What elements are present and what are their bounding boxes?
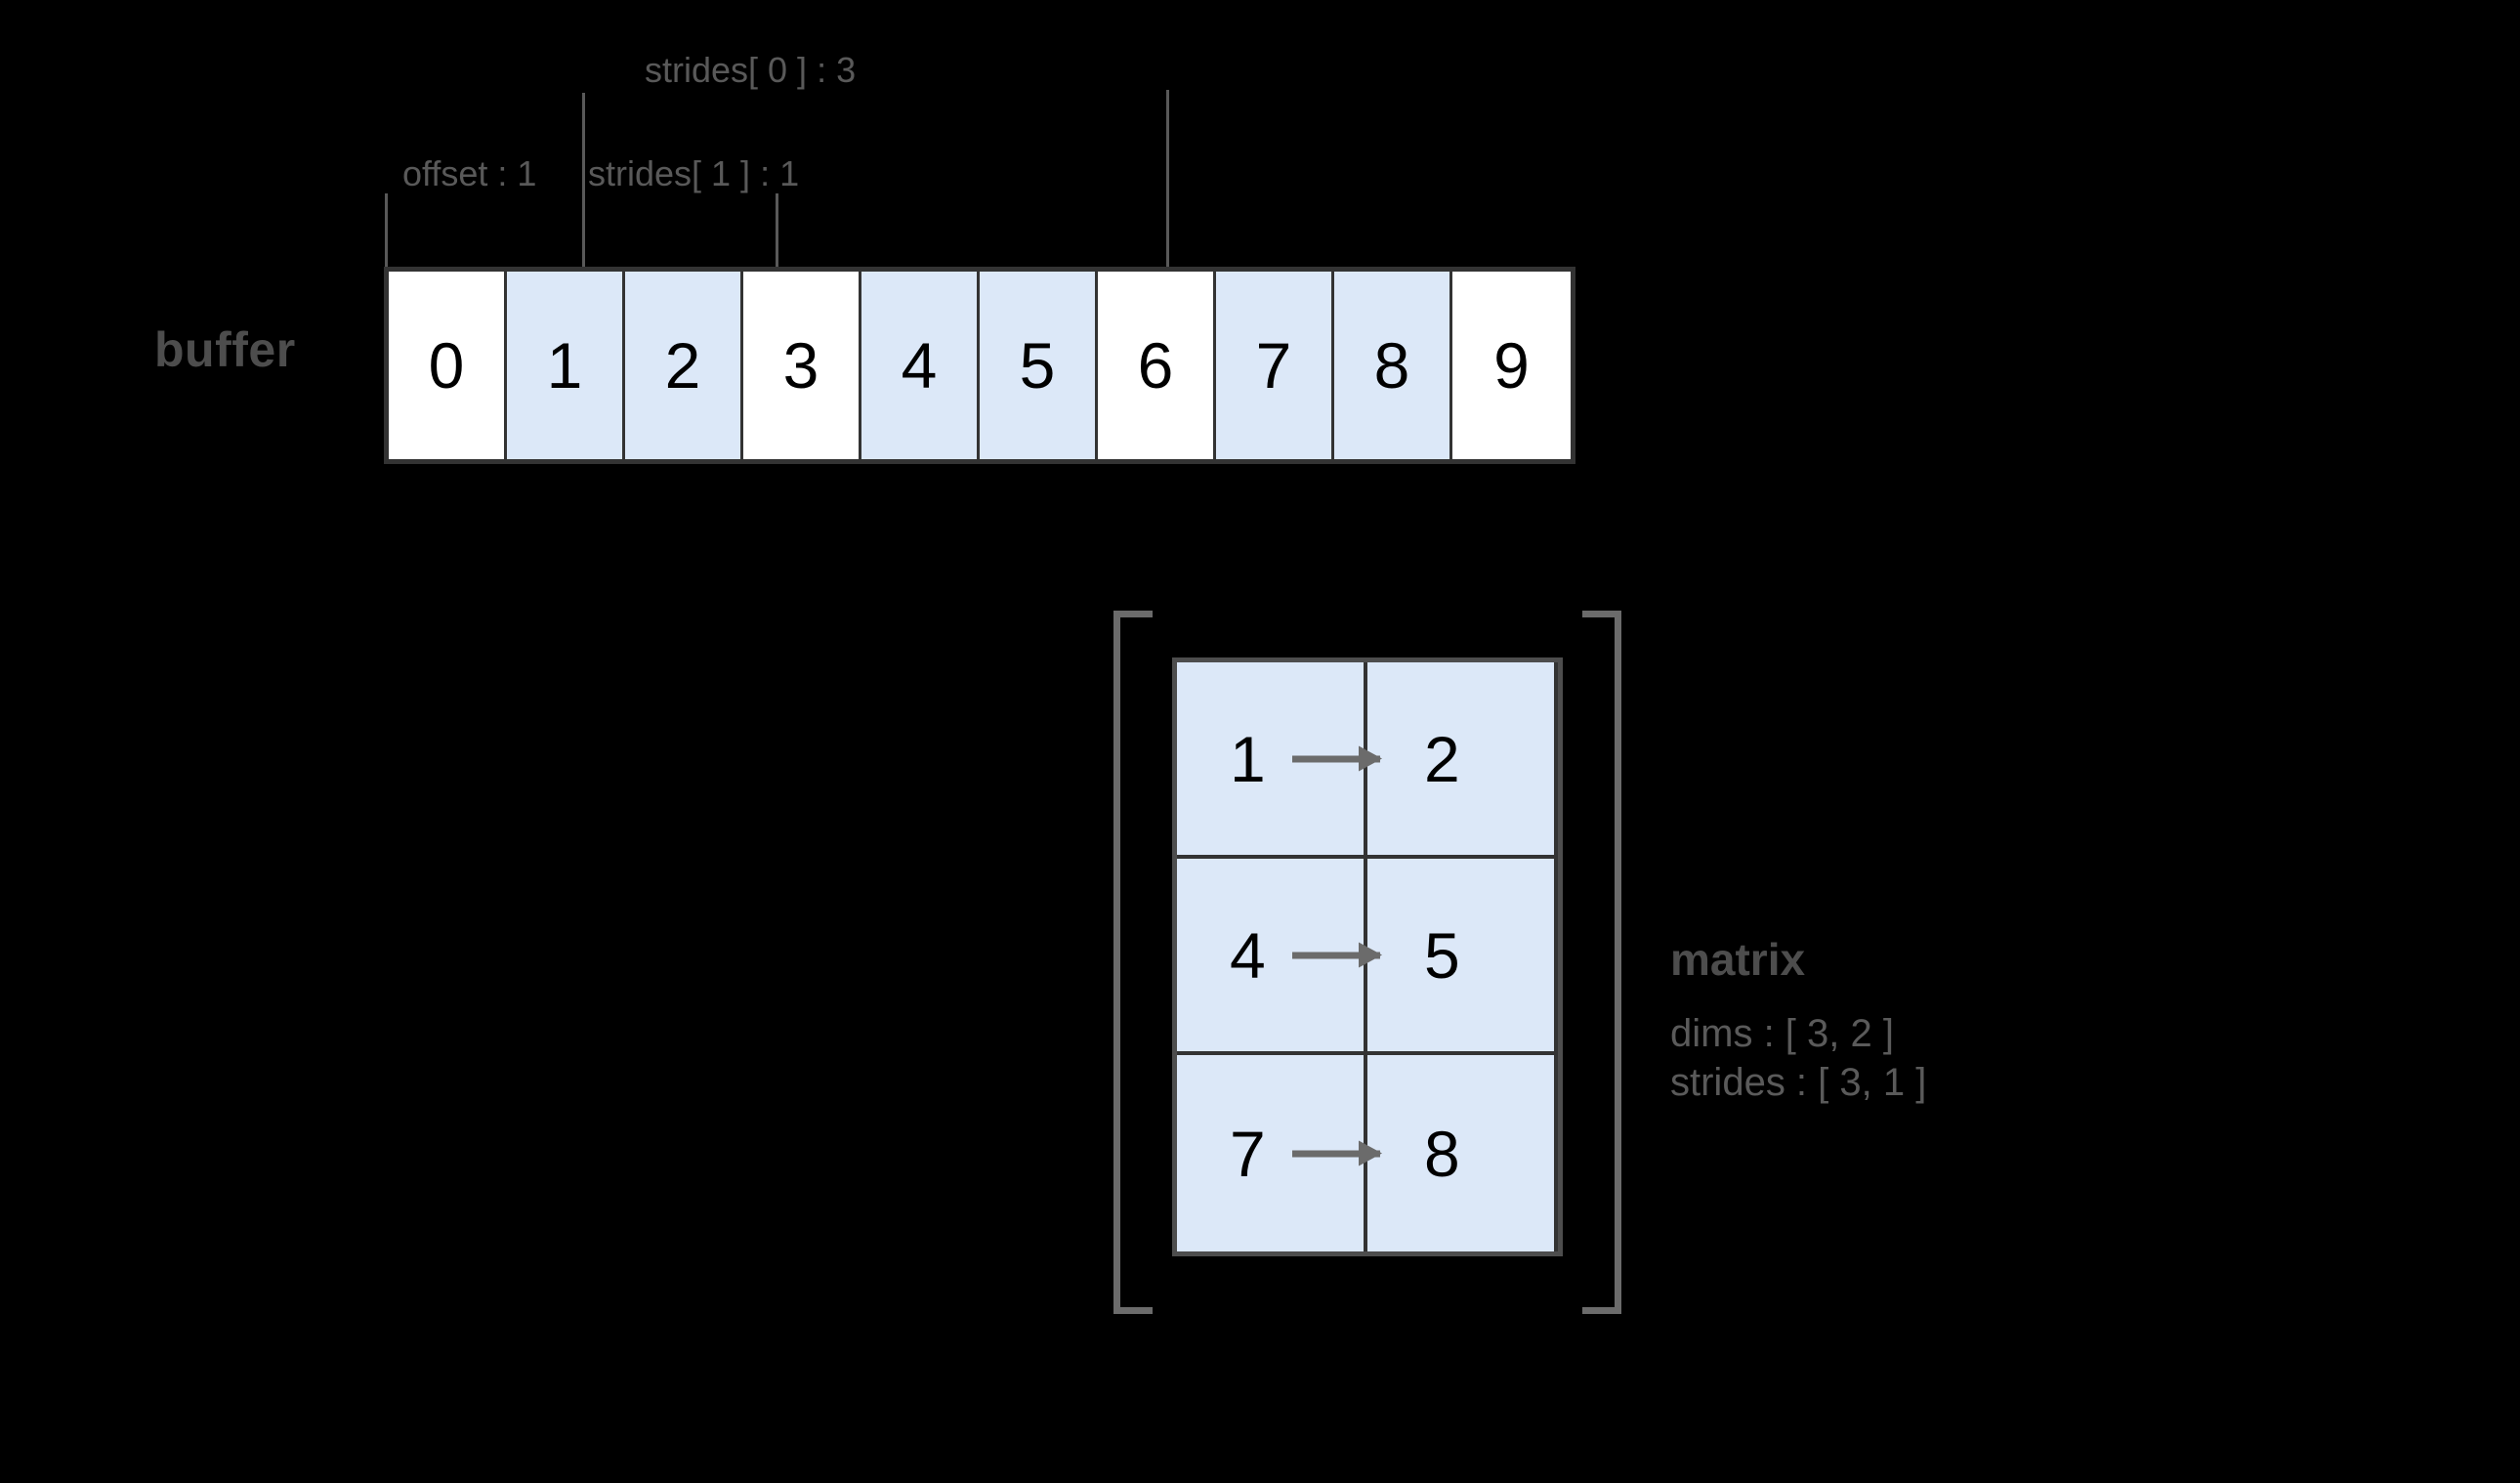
matrix-grid: 1 2 4 5 7 8 [1172, 657, 1563, 1256]
buffer-cell[interactable]: 8 [1334, 272, 1452, 459]
left-bracket-icon [1113, 611, 1153, 1314]
matrix-cell[interactable]: 1 [1177, 662, 1367, 855]
offset-annotation-label: offset : 1 [402, 153, 537, 193]
buffer-label: buffer [154, 322, 296, 377]
buffer-cell[interactable]: 6 [1098, 272, 1216, 459]
matrix-dims-label: dims : [ 3, 2 ] [1670, 1012, 1894, 1055]
matrix-caption: matrix dims : [ 3, 2 ] strides : [ 3, 1 … [1670, 933, 1926, 1107]
offset-guide-line [385, 193, 388, 270]
matrix-row: 1 2 [1177, 662, 1558, 859]
buffer-cell[interactable]: 0 [389, 272, 507, 459]
stride0-end-guide-line [1166, 90, 1169, 270]
matrix-row: 4 5 [1177, 859, 1558, 1055]
buffer-cell[interactable]: 9 [1452, 272, 1571, 459]
buffer-cell[interactable]: 4 [861, 272, 980, 459]
stride1-annotation-label: strides[ 1 ] : 1 [588, 153, 800, 193]
buffer-cell[interactable]: 5 [980, 272, 1098, 459]
buffer-cell[interactable]: 3 [743, 272, 861, 459]
buffer-cell[interactable]: 7 [1216, 272, 1334, 459]
matrix-cell[interactable]: 4 [1177, 859, 1367, 1051]
buffer-cell[interactable]: 2 [625, 272, 743, 459]
right-bracket-icon [1582, 611, 1621, 1314]
stride1-guide-line [776, 193, 778, 270]
buffer-cell[interactable]: 1 [507, 272, 625, 459]
matrix-row: 7 8 [1177, 1055, 1558, 1251]
matrix-cell[interactable]: 7 [1177, 1055, 1367, 1251]
matrix-diagram: 1 2 4 5 7 8 [1113, 611, 1621, 1314]
stride0-guide-line [582, 93, 585, 270]
matrix-title: matrix [1670, 934, 1806, 985]
matrix-cell[interactable]: 5 [1367, 859, 1558, 1051]
matrix-strides-label: strides : [ 3, 1 ] [1670, 1061, 1927, 1104]
matrix-cell[interactable]: 8 [1367, 1055, 1558, 1251]
buffer-row: 0 1 2 3 4 5 6 7 8 9 [384, 267, 1575, 464]
stride0-annotation-label: strides[ 0 ] : 3 [645, 50, 857, 90]
matrix-cell[interactable]: 2 [1367, 662, 1558, 855]
